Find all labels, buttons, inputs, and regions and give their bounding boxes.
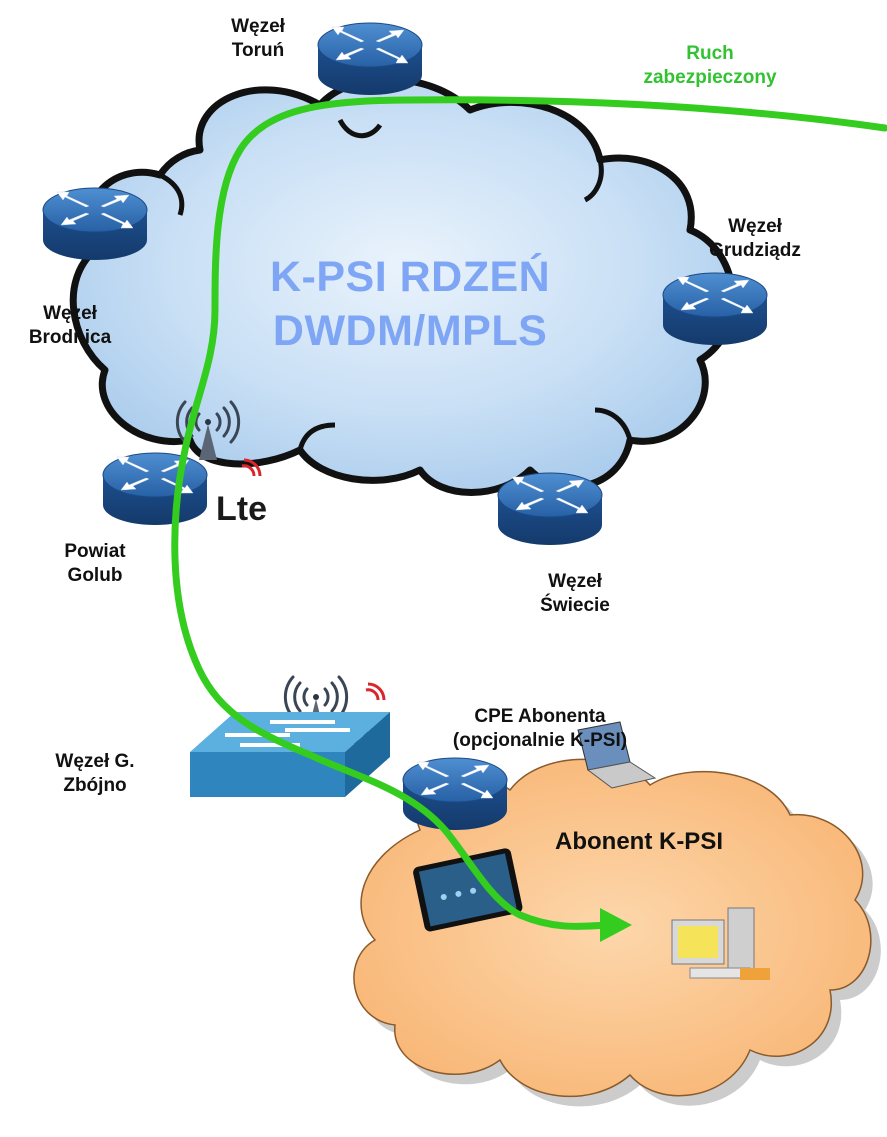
node-brodnica-label: Węzeł Brodnica [28,303,112,348]
desktop-pc-icon [671,907,770,980]
router-icon [497,472,603,546]
arrow-head-icon [600,908,632,942]
svg-text:Lte: Lte [216,490,267,528]
router-icon [662,272,768,346]
subscriber-title: Abonent K-PSI [555,828,723,855]
router-icon [402,757,508,831]
node-zbojno-label: Węzeł G. Zbójno [55,751,135,796]
node-swiecie-label: Węzeł Świecie [540,571,610,616]
protected-traffic-label: Ruch zabezpieczony [643,43,777,88]
router-icon [317,22,423,96]
lte-logo: Lte [216,458,267,528]
node-torun-label: Węzeł Toruń [231,16,285,61]
node-grudziadz-label: Węzeł Grudziądz [709,216,801,261]
router-icon [42,187,148,261]
core-network-title: K-PSI RDZEŃ DWDM/MPLS [270,253,551,355]
protected-traffic-path [171,96,887,930]
switch-icon [190,712,390,797]
laptop-icon [577,721,657,789]
cpe-label: CPE Abonenta (opcjonalnie K-PSI) [452,706,628,751]
router-icon [102,452,208,526]
tablet-icon [413,848,523,932]
node-golub-label: Powiat Golub [64,541,126,586]
